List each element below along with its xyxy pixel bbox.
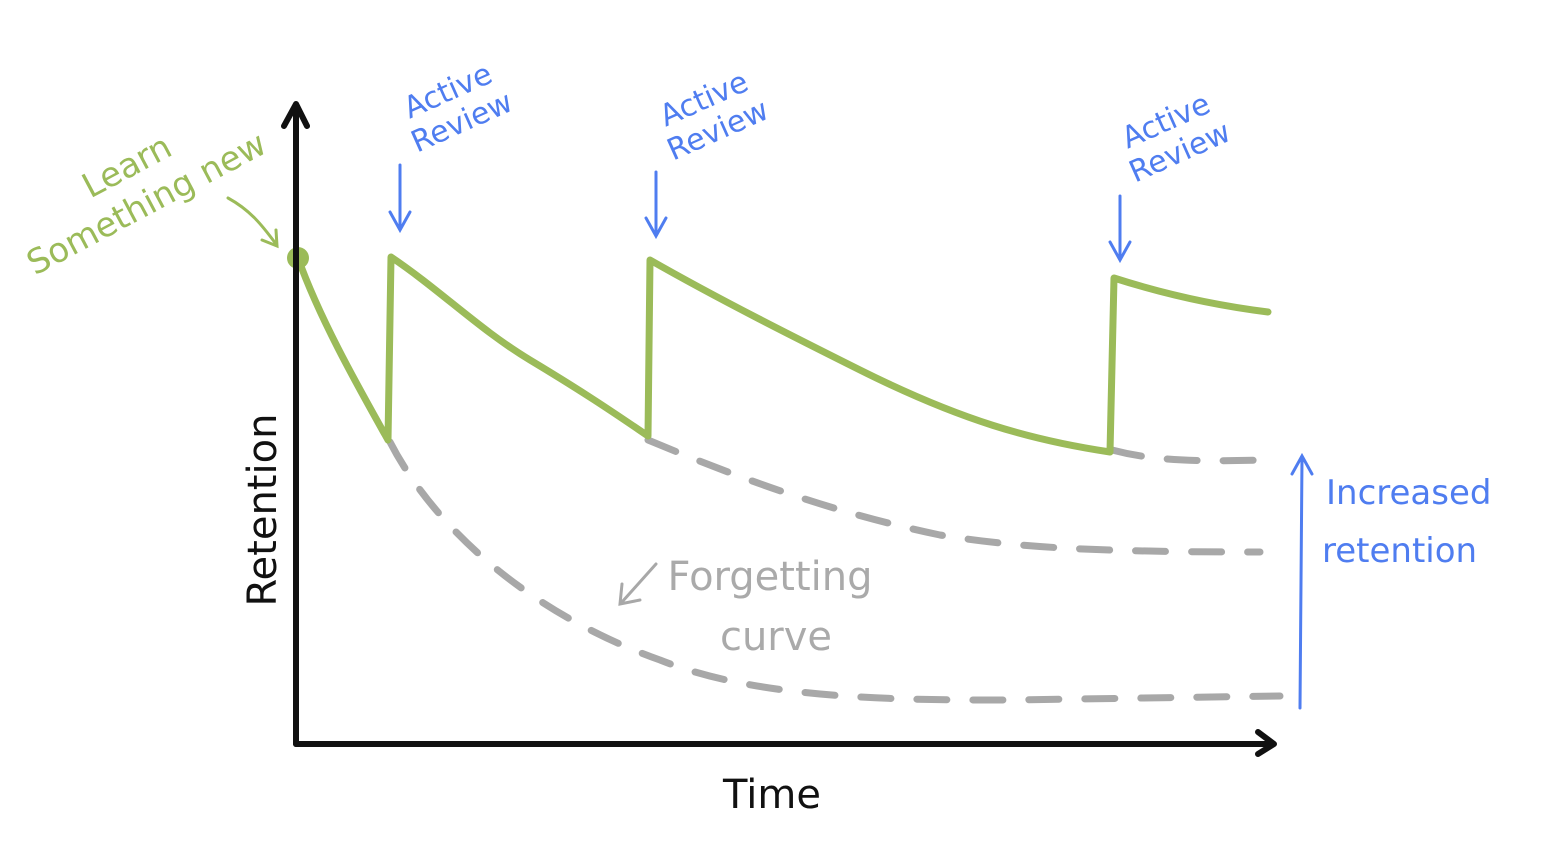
increased-retention-label-line1: Increased [1326, 473, 1491, 513]
forgetting-curve-2 [644, 436, 1264, 556]
forgetting-curve-label-line2: curve [720, 614, 832, 660]
x-axis-arrowhead [1255, 729, 1277, 757]
y-axis-arrowhead [281, 101, 310, 129]
forgetting-curve-1 [386, 438, 1284, 704]
learn-pointer-arrow [226, 196, 279, 249]
forgetting-curve-pointer-arrow [618, 562, 658, 606]
retention-curve-group [287, 247, 1272, 456]
forgetting-curve-label-line1: Forgetting [667, 554, 872, 600]
y-axis-label: Retention [240, 414, 286, 607]
active-review-1-arrow [388, 163, 412, 234]
forgetting-curves [386, 436, 1284, 704]
active-review-2: Active Review [644, 64, 774, 240]
increased-retention-label-line2: retention [1322, 531, 1477, 571]
active-review-1: Active Review [388, 56, 518, 234]
active-review-2-arrow [644, 170, 668, 240]
forgetting-curve-3 [1108, 446, 1269, 465]
axes [281, 101, 1277, 757]
increased-retention-arrow [1290, 452, 1314, 710]
learn-annotation: Learn Something new [20, 124, 273, 284]
active-review-3: Active Review [1108, 86, 1236, 264]
active-review-3-arrow [1108, 194, 1132, 264]
increased-retention-annotation: Increased retention [1290, 452, 1491, 710]
x-axis-label: Time [722, 772, 821, 818]
forgetting-curve-annotation: Forgetting curve [618, 554, 873, 660]
retention-curve [294, 253, 1272, 456]
